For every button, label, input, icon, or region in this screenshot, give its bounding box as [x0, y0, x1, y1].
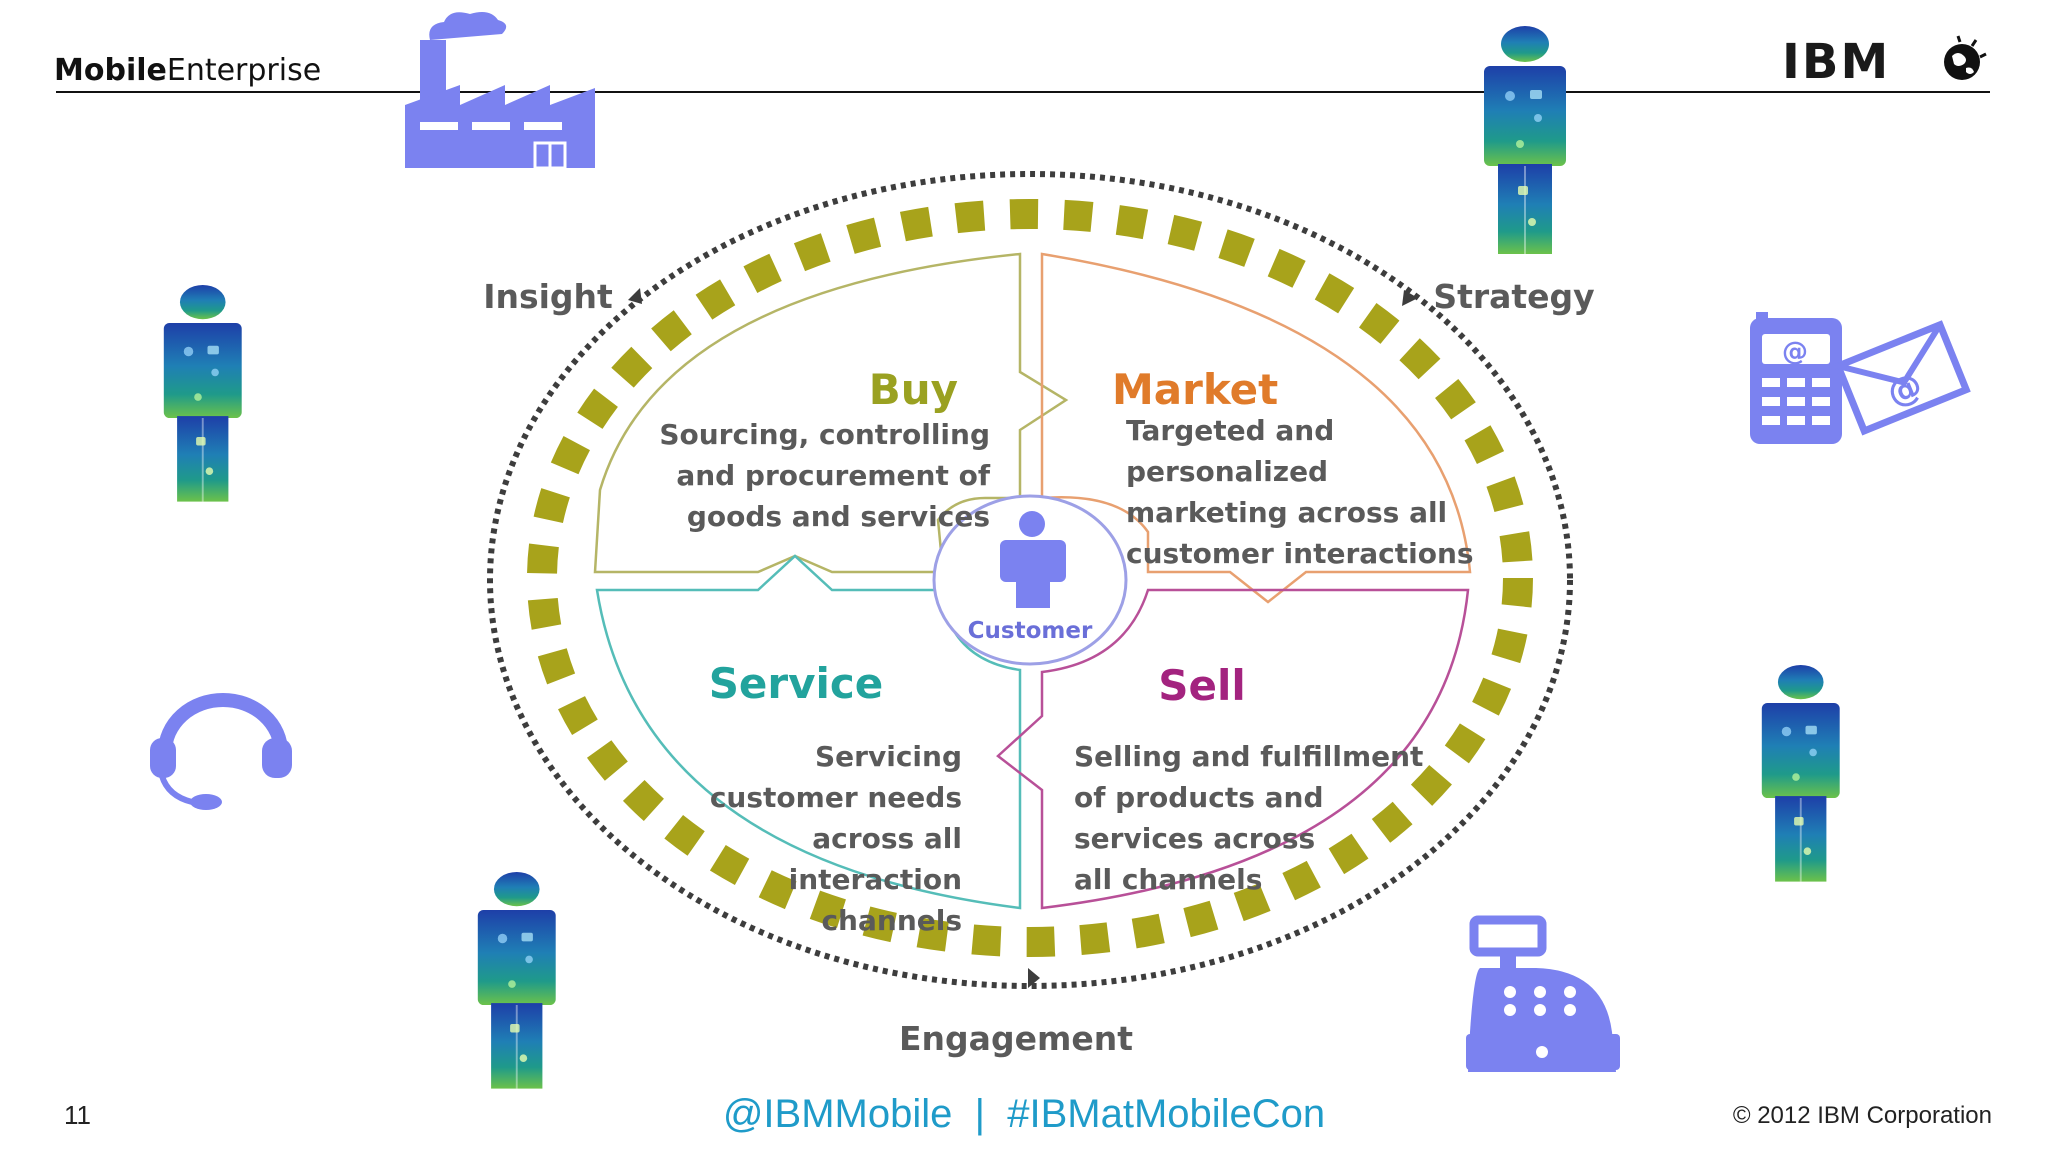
customer-icon: [1000, 511, 1066, 608]
service-desc-line: Servicing: [815, 740, 962, 773]
factory-icon: [405, 12, 595, 170]
sell-desc-line: services across: [1074, 822, 1315, 855]
market-desc-line: customer interactions: [1126, 537, 1474, 570]
dash-ring: [527, 199, 1533, 957]
ibm-logo: IBM: [1782, 34, 1890, 90]
service-desc-line: interaction: [789, 863, 962, 896]
service-desc-line: channels: [821, 904, 962, 937]
service-desc-line: customer needs: [710, 781, 962, 814]
label-engagement: Engagement: [899, 1019, 1133, 1058]
label-insight: Insight: [483, 277, 613, 316]
slide-number: 11: [64, 1100, 91, 1130]
outer-dotted-ring: [487, 171, 1573, 989]
phone-email-icon: @ @: [1750, 312, 1971, 444]
market-desc-line: Targeted and: [1126, 414, 1334, 447]
arrow-strategy: [1402, 290, 1418, 306]
buy-desc-line: Sourcing, controlling: [659, 418, 990, 451]
person-icon: [1760, 664, 1841, 883]
brand-logo: MobileEnterprise: [54, 53, 321, 88]
person-icon: [162, 284, 243, 503]
quadrant-sell: [996, 588, 1470, 910]
cash-register-icon: [1466, 915, 1620, 1072]
sell-desc-line: all channels: [1074, 863, 1262, 896]
person-icon: [476, 871, 557, 1090]
copyright: © 2012 IBM Corporation: [1732, 1102, 1992, 1129]
buy-desc-line: goods and services: [687, 500, 990, 533]
person-icon: [1483, 25, 1567, 255]
arrow-engagement: [1028, 968, 1040, 988]
label-strategy: Strategy: [1433, 277, 1594, 316]
sell-title: Sell: [1158, 661, 1246, 710]
ibm-globe-icon: [1944, 35, 1987, 80]
buy-title: Buy: [869, 365, 958, 414]
svg-text:@: @: [1782, 337, 1808, 367]
service-title: Service: [709, 659, 884, 708]
customer-label: Customer: [968, 618, 1093, 644]
quadrant-market: [1040, 252, 1472, 604]
header: MobileEnterprise IBM: [54, 34, 1990, 93]
service-desc-line: across all: [812, 822, 962, 855]
buy-desc-line: and procurement of: [676, 459, 991, 492]
market-title: Market: [1112, 365, 1278, 414]
quadrant-buy: [593, 252, 1069, 574]
arrow-insight: [628, 288, 642, 304]
engagement-diagram: Customer Insight Strategy Engagement Buy…: [483, 171, 1595, 1058]
sell-desc-line: of products and: [1074, 781, 1324, 814]
market-desc-line: personalized: [1126, 455, 1328, 488]
headset-icon: [150, 693, 292, 810]
sell-desc-line: Selling and fulfillment: [1074, 740, 1423, 773]
social-tagline: @IBMMobile | #IBMatMobileCon: [722, 1092, 1326, 1136]
market-desc-line: marketing across all: [1126, 496, 1447, 529]
